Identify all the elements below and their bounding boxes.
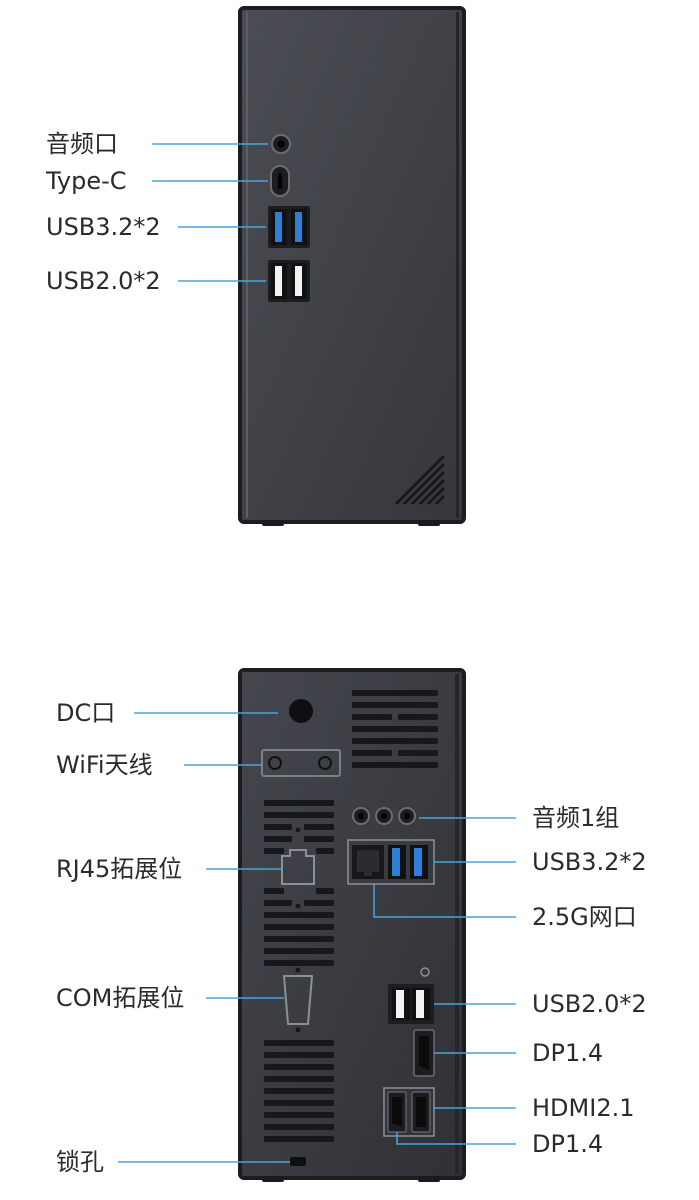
- rear-foot-right: [418, 1176, 440, 1182]
- front-usb20-ports-icon: [268, 260, 310, 302]
- rear-label-rj45: RJ45拓展位: [56, 855, 183, 883]
- rear-label-lock: 锁孔: [56, 1148, 104, 1176]
- front-foot-right: [418, 520, 440, 526]
- rear-label-dp2: DP1.4: [532, 1130, 604, 1158]
- front-label-usb32: USB3.2*2: [46, 213, 161, 241]
- front-case: [238, 6, 466, 526]
- rear-lock-slot-icon: [290, 1157, 306, 1166]
- rear-rj45-expansion-icon: [281, 849, 315, 885]
- front-typec-port-icon: [270, 165, 290, 197]
- front-leader-lines: [152, 143, 268, 282]
- rear-label-dc: DC口: [56, 699, 116, 727]
- rear-dc-port-icon: [289, 699, 313, 723]
- rear-label-wifi: WiFi天线: [56, 751, 153, 779]
- front-label-audio: 音频口: [46, 130, 118, 158]
- rear-label-usb32: USB3.2*2: [532, 848, 647, 876]
- rear-label-hdmi: HDMI2.1: [532, 1094, 635, 1122]
- rear-foot-left: [262, 1176, 284, 1182]
- rear-audio-jacks-icon: [352, 807, 416, 825]
- rear-left-vent: [264, 800, 334, 1142]
- rear-dp-port-1-icon: [413, 1029, 435, 1077]
- rear-label-com: COM拓展位: [56, 984, 185, 1012]
- rear-label-usb20: USB2.0*2: [532, 990, 647, 1018]
- front-audio-jack-icon: [271, 134, 291, 154]
- front-foot-left: [262, 520, 284, 526]
- rear-wifi-antenna-icon: [261, 749, 341, 777]
- front-label-typec: Type-C: [46, 167, 127, 195]
- rear-leader-lines: [118, 712, 516, 1163]
- rear-usb20-ports-icon: [388, 984, 434, 1024]
- rear-label-dp1: DP1.4: [532, 1039, 604, 1067]
- rear-lan-usb32-block-icon: [347, 839, 435, 885]
- front-usb32-ports-icon: [268, 206, 310, 248]
- rear-label-lan: 2.5G网口: [532, 903, 637, 931]
- rear-com-expansion-icon: [283, 975, 313, 1025]
- rear-label-audio: 音频1组: [532, 804, 620, 832]
- rear-case: [238, 668, 466, 1182]
- rear-indicator-hole-icon: [420, 967, 430, 977]
- rear-hdmi-dp-block-icon: [383, 1087, 435, 1137]
- rear-top-vent: [352, 690, 438, 768]
- front-vent-grille: [394, 454, 446, 506]
- front-label-usb20: USB2.0*2: [46, 267, 161, 295]
